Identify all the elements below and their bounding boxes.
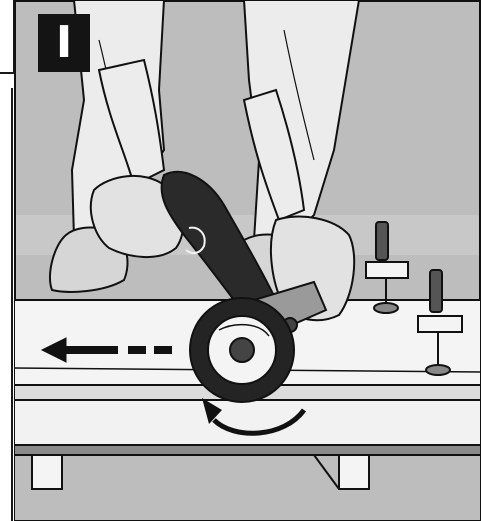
left-border-lower xyxy=(11,88,13,521)
step-badge: I xyxy=(38,14,90,72)
step-label: I xyxy=(56,21,72,65)
bench xyxy=(14,400,481,521)
illustration-panel: I xyxy=(14,0,481,521)
left-border-upper xyxy=(0,0,15,74)
illustration xyxy=(14,0,481,521)
